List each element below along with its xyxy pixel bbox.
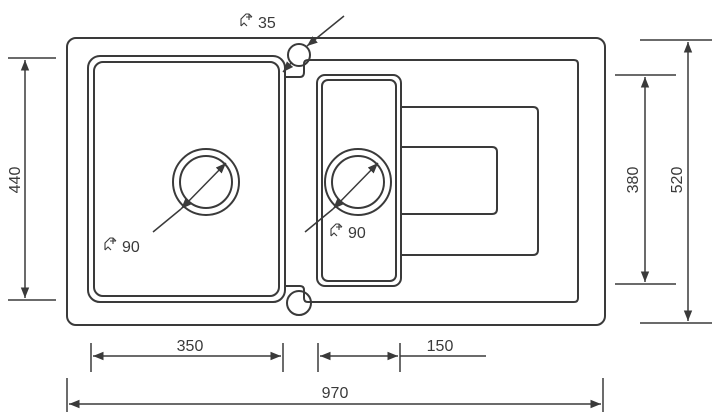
dimension-440: 440 — [7, 167, 24, 194]
tap-hole-top — [287, 43, 311, 67]
dimension-150: 150 — [427, 338, 454, 355]
dimension-380: 380 — [625, 167, 642, 194]
dimension-520: 520 — [669, 167, 686, 194]
drain-left-diameter-label: 90 — [122, 239, 140, 256]
tap-hole-bottom — [286, 290, 312, 316]
drainer-step-inner — [401, 146, 498, 215]
secondary-bowl — [316, 74, 402, 287]
dimension-350: 350 — [177, 338, 204, 355]
drainer-step-outer — [401, 106, 539, 256]
tap-hole-diameter-label: 35 — [258, 15, 276, 32]
diameter-icon — [330, 223, 343, 237]
diameter-icon — [240, 13, 253, 27]
sink-outline — [66, 37, 606, 326]
dimension-970: 970 — [322, 385, 349, 402]
diameter-icon — [104, 237, 117, 251]
drain-right — [324, 148, 392, 216]
main-bowl — [87, 55, 286, 303]
drain-right-diameter-label: 90 — [348, 225, 366, 242]
drainer-deck — [285, 59, 579, 303]
drain-left — [172, 148, 240, 216]
